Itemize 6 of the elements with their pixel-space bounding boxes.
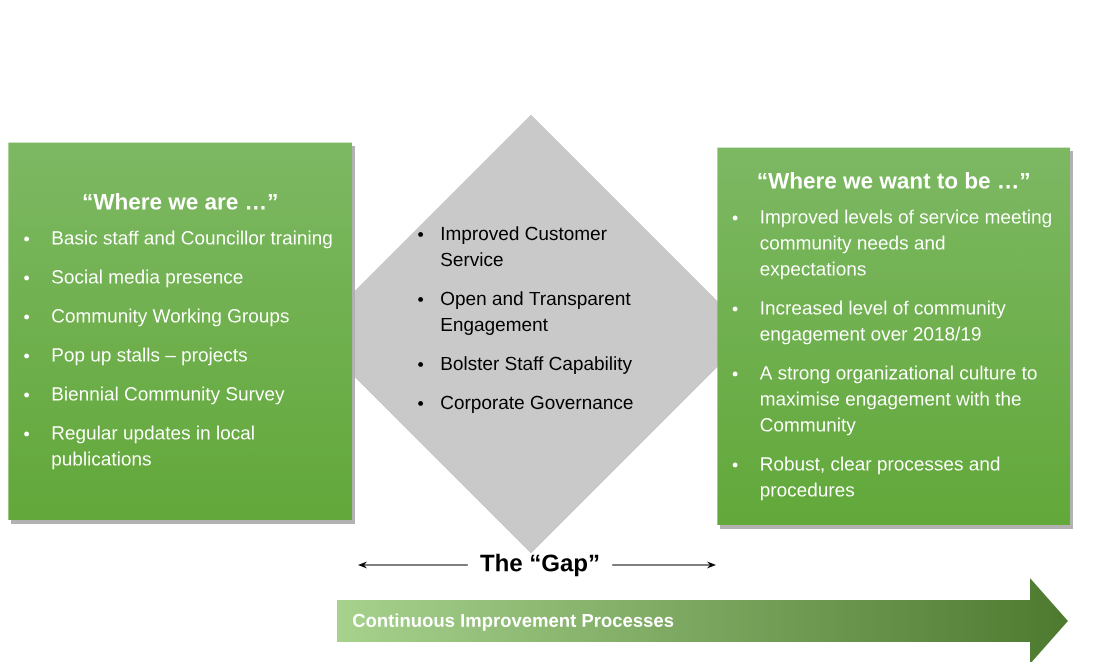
arrow bbox=[611, 562, 716, 568]
gap-label: The “Gap” bbox=[480, 553, 599, 577]
arrow bbox=[358, 562, 469, 568]
text-box: “Where we want to be …” Improved levels of service meeting community needs and expectations Increased level of community engagement over 2018/19 A strong organizational culture to maximise engagement with the Community Robust, clear processes and procedures bbox=[717, 147, 1073, 529]
process-arrow: Continuous Improvement Processes bbox=[352, 613, 674, 631]
text-box: “Where we are …” Basic staff and Councillor training Social media presence Community Working Groups Pop up stalls – projects Biennial Community Survey Regular updates in local publications bbox=[8, 142, 355, 524]
